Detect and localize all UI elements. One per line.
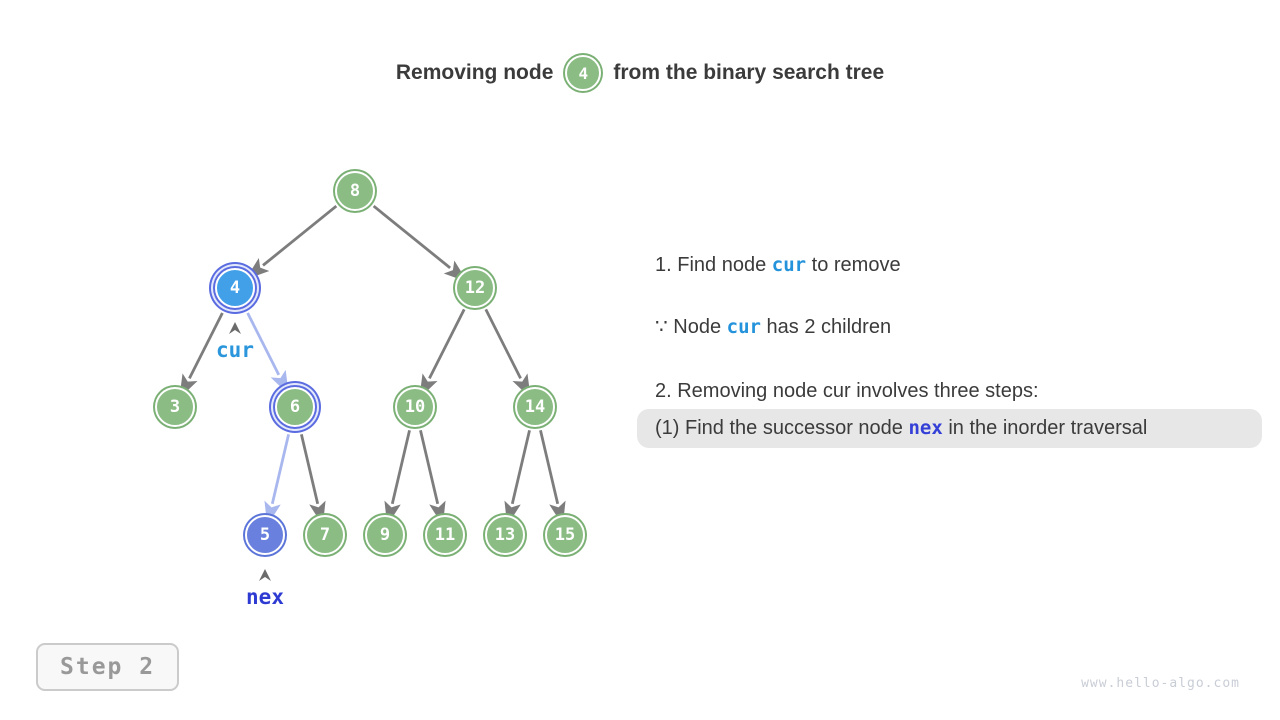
step-badge: Step 2 bbox=[36, 643, 180, 691]
tree-node-7: 7 bbox=[305, 515, 345, 555]
tree-node-5: 5 bbox=[245, 515, 285, 555]
cur-variable: cur bbox=[726, 316, 761, 338]
note-highlight-box bbox=[637, 409, 1262, 448]
nex-pointer-label: nex bbox=[246, 585, 284, 609]
note-4-text: (1) Find the successor node bbox=[655, 417, 909, 439]
tree-node-8: 8 bbox=[335, 171, 375, 211]
tree-node-9: 9 bbox=[365, 515, 405, 555]
tree-node-4: 4 bbox=[215, 268, 255, 308]
note-line-3: 2. Removing node cur involves three step… bbox=[655, 377, 1039, 406]
tree-node-6: 6 bbox=[275, 387, 315, 427]
note-4-text-end: in the inorder traversal bbox=[942, 417, 1148, 439]
tree-node-12: 12 bbox=[455, 268, 495, 308]
cur-pointer-label: cur bbox=[216, 338, 254, 362]
nex-variable: nex bbox=[908, 417, 943, 439]
figure-title: Removing node 4 from the binary search t… bbox=[0, 48, 1280, 98]
tree-node-11: 11 bbox=[425, 515, 465, 555]
title-suffix: from the binary search tree bbox=[613, 61, 885, 84]
title-node-circle: 4 bbox=[565, 55, 602, 91]
tree-node-15: 15 bbox=[545, 515, 585, 555]
watermark: www.hello-algo.com bbox=[1081, 676, 1240, 691]
note-2-text: ∵ Node bbox=[655, 316, 727, 338]
note-3-text: 2. Removing node cur involves three step… bbox=[655, 380, 1039, 402]
title-prefix: Removing node bbox=[395, 61, 554, 84]
note-1-text: 1. Find node bbox=[655, 254, 772, 276]
note-2-text-end: has 2 children bbox=[760, 316, 892, 338]
note-1-text-end: to remove bbox=[806, 254, 901, 276]
note-line-4: (1) Find the successor node nex in the i… bbox=[655, 414, 1160, 443]
tree-node-10: 10 bbox=[395, 387, 435, 427]
note-line-2: ∵ Node cur has 2 children bbox=[655, 313, 891, 342]
note-line-1: 1. Find node cur to remove bbox=[655, 251, 901, 280]
tree-node-14: 14 bbox=[515, 387, 555, 427]
tree-node-3: 3 bbox=[155, 387, 195, 427]
cur-variable: cur bbox=[771, 254, 807, 276]
title-node-value: 4 bbox=[578, 63, 589, 83]
tree-node-13: 13 bbox=[485, 515, 525, 555]
